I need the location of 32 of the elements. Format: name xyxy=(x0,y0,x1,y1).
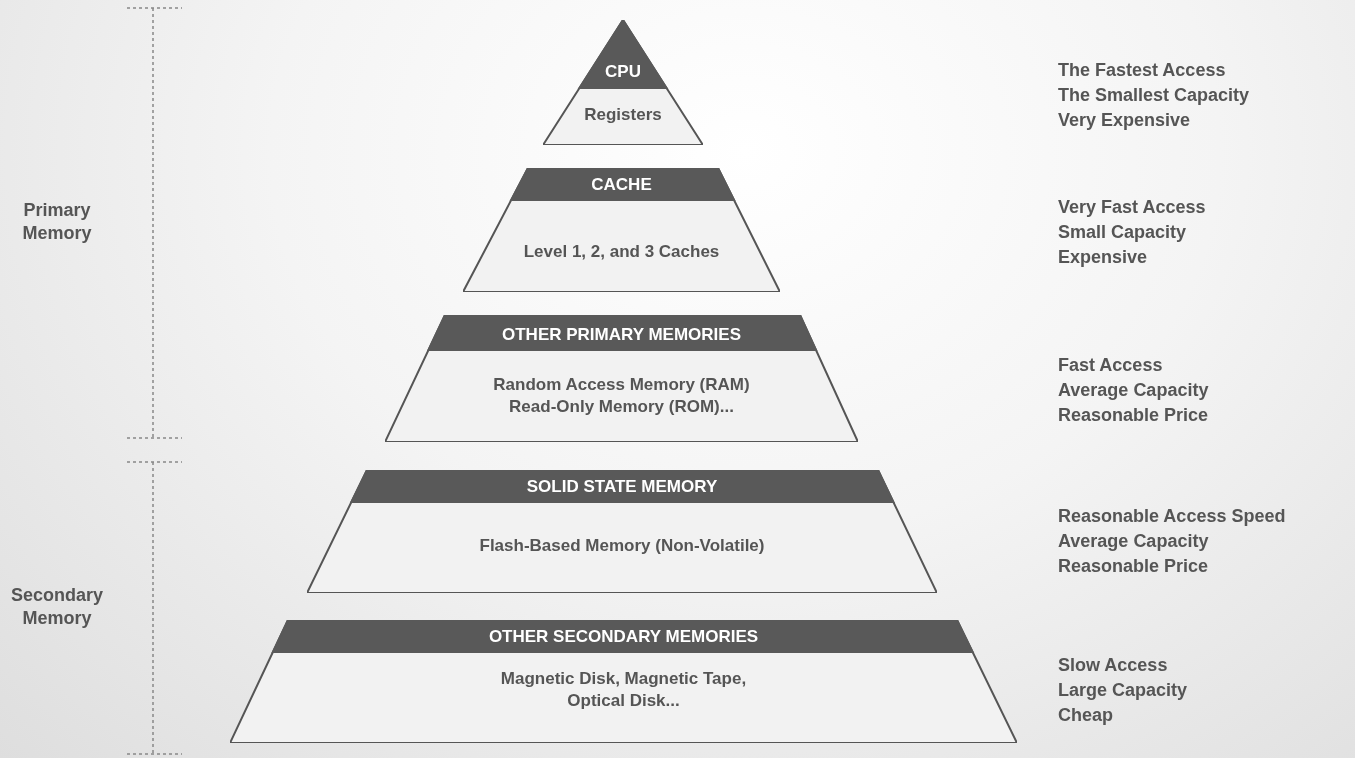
tier-description: Registers xyxy=(583,104,663,126)
tier-note: Slow Access xyxy=(1058,654,1168,677)
tier-description: Magnetic Disk, Magnetic Tape, Optical Disk... xyxy=(499,668,748,712)
tier-description: Random Access Memory (RAM) Read-Only Memory (ROM)... xyxy=(492,374,751,418)
tier-heading: OTHER SECONDARY MEMORIES xyxy=(488,626,759,648)
tier-note: Cheap xyxy=(1058,704,1113,727)
tier-note: Average Capacity xyxy=(1058,379,1209,402)
pyramid-tier xyxy=(307,470,937,593)
tier-description: Flash-Based Memory (Non-Volatile) xyxy=(478,535,766,557)
pyramid-tier xyxy=(543,20,703,145)
memory-group-label: Primary Memory xyxy=(21,199,93,245)
tier-heading: OTHER PRIMARY MEMORIES xyxy=(502,324,741,346)
tier-heading: CACHE xyxy=(591,174,652,196)
tier-note: Large Capacity xyxy=(1058,679,1188,702)
pyramid-tier xyxy=(463,168,780,292)
tier-note: The Fastest Access xyxy=(1058,59,1226,82)
tier-note: Fast Access xyxy=(1058,354,1163,377)
tier-note: Reasonable Price xyxy=(1058,555,1209,578)
pyramid-tier xyxy=(230,620,1017,743)
tier-note: The Smallest Capacity xyxy=(1058,84,1250,107)
tier-description: Level 1, 2, and 3 Caches xyxy=(522,241,721,263)
tier-heading: CPU xyxy=(605,61,641,83)
tier-heading: SOLID STATE MEMORY xyxy=(526,476,718,498)
tier-note: Small Capacity xyxy=(1058,221,1187,244)
pyramid-tier xyxy=(385,315,858,442)
tier-note: Reasonable Access Speed xyxy=(1058,505,1286,528)
tier-note: Reasonable Price xyxy=(1058,404,1209,427)
tier-note: Expensive xyxy=(1058,246,1148,269)
tier-note: Very Fast Access xyxy=(1058,196,1206,219)
tier-note: Very Expensive xyxy=(1058,109,1191,132)
tier-note: Average Capacity xyxy=(1058,530,1209,553)
memory-group-label: Secondary Memory xyxy=(9,584,104,630)
